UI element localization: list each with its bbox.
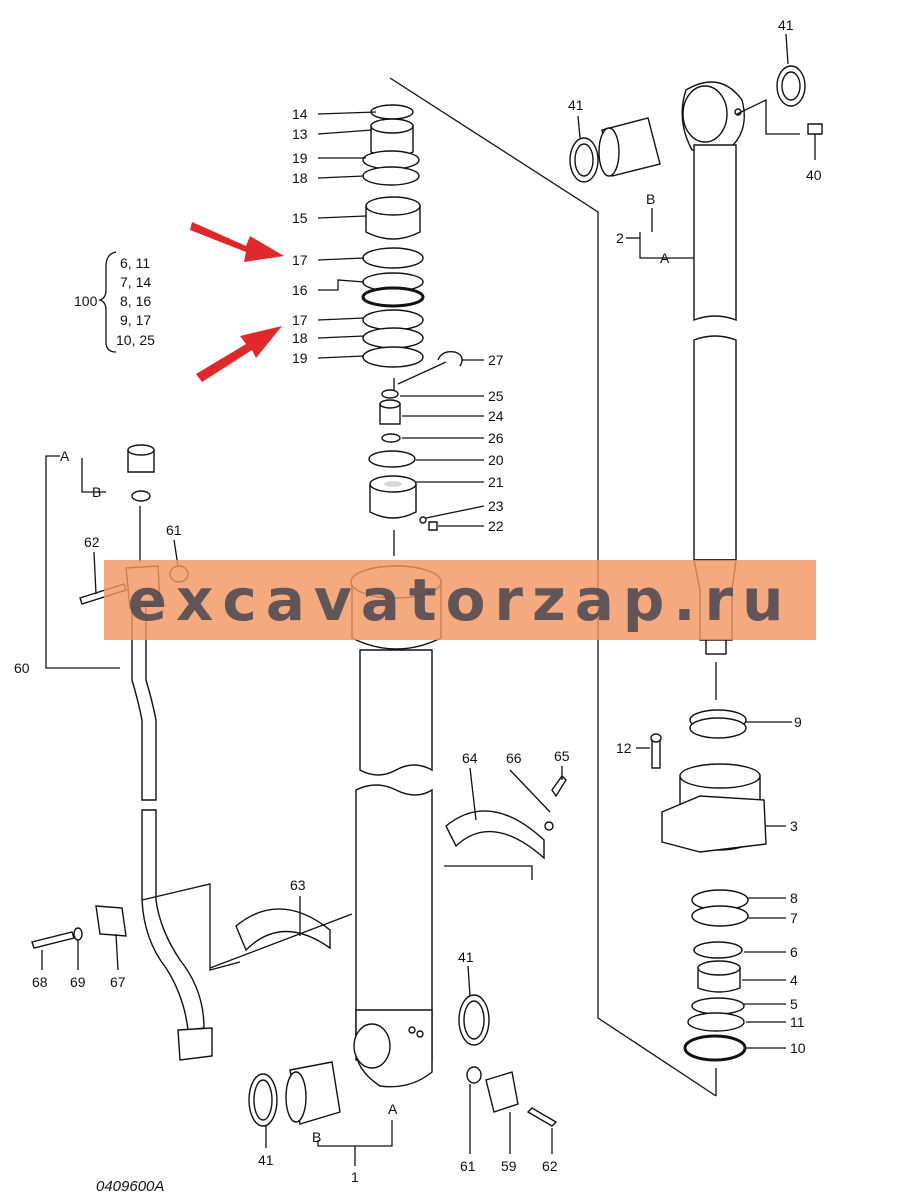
callout-64: 64 [462, 750, 478, 766]
callout-4: 4 [790, 972, 798, 988]
callout-20: 20 [488, 452, 504, 468]
callout-A: A [660, 250, 670, 266]
callout-60: 60 [14, 660, 30, 676]
callout-18: 18 [292, 330, 308, 346]
callout-A: A [388, 1101, 398, 1117]
callout-40: 40 [806, 167, 822, 183]
callout-9: 9 [794, 714, 802, 730]
kit-row: 9, 17 [120, 312, 151, 328]
callout-12: 12 [616, 740, 632, 756]
callout-16: 16 [292, 282, 308, 298]
watermark-text: excavatorzap.ru [127, 566, 793, 634]
callout-6: 6 [790, 944, 798, 960]
callout-11: 11 [790, 1014, 805, 1030]
callout-15: 15 [292, 210, 308, 226]
callout-17: 17 [292, 252, 308, 268]
bottom-pin-parts [248, 994, 558, 1166]
callout-61: 61 [166, 522, 182, 538]
callout-21: 21 [488, 474, 504, 490]
callout-18: 18 [292, 170, 308, 186]
callout-25: 25 [488, 388, 504, 404]
head-assembly-lower [650, 709, 767, 1062]
kit-bracket [97, 251, 117, 353]
callout-labels: 14 13 19 18 15 17 16 17 18 19 27 25 24 2… [14, 17, 822, 1185]
callout-22: 22 [488, 518, 504, 534]
callout-69: 69 [70, 974, 86, 990]
callout-62: 62 [84, 534, 100, 550]
callout-65: 65 [554, 748, 570, 764]
leader-lines [41, 33, 816, 1154]
kit-row: 10, 25 [116, 332, 155, 348]
kit-row: 7, 14 [120, 274, 151, 290]
callout-A: A [60, 448, 70, 464]
callout-62: 62 [542, 1158, 558, 1174]
callout-5: 5 [790, 996, 798, 1012]
callout-61: 61 [460, 1158, 476, 1174]
callout-26: 26 [488, 430, 504, 446]
callout-66: 66 [506, 750, 522, 766]
callout-B: B [646, 191, 655, 207]
pipe-assembly [31, 444, 567, 1061]
kit-number: 100 [74, 293, 98, 309]
callout-67: 67 [110, 974, 126, 990]
callout-23: 23 [488, 498, 504, 514]
watermark-band: excavatorzap.ru [104, 560, 816, 640]
callout-8: 8 [790, 890, 798, 906]
callout-27: 27 [488, 352, 504, 368]
callout-13: 13 [292, 126, 308, 142]
callout-59: 59 [501, 1158, 517, 1174]
kit-row: 8, 16 [120, 293, 151, 309]
highlight-arrows [190, 222, 284, 382]
callout-14: 14 [292, 106, 308, 122]
callout-B: B [92, 484, 101, 500]
callout-3: 3 [790, 818, 798, 834]
callout-17: 17 [292, 312, 308, 328]
callout-41: 41 [458, 949, 474, 965]
kit-row: 6, 11 [120, 255, 150, 271]
callout-7: 7 [790, 910, 798, 926]
callout-1: 1 [351, 1169, 359, 1185]
callout-10: 10 [790, 1040, 806, 1056]
callout-41: 41 [568, 97, 584, 113]
seal-stack-upper [361, 104, 463, 531]
callout-68: 68 [32, 974, 48, 990]
callout-24: 24 [488, 408, 504, 424]
callout-41: 41 [258, 1152, 274, 1168]
callout-41: 41 [778, 17, 794, 33]
drawing-code: 0409600A [96, 1178, 165, 1195]
cylinder-tube [350, 565, 442, 1088]
rod-assembly [569, 65, 823, 655]
callout-B: B [312, 1129, 321, 1145]
kit-list: 100 6, 11 7, 14 8, 16 9, 17 10, 25 [74, 255, 155, 348]
callout-63: 63 [290, 877, 306, 893]
callout-2: 2 [616, 230, 624, 246]
callout-19: 19 [292, 150, 308, 166]
callout-19: 19 [292, 350, 308, 366]
